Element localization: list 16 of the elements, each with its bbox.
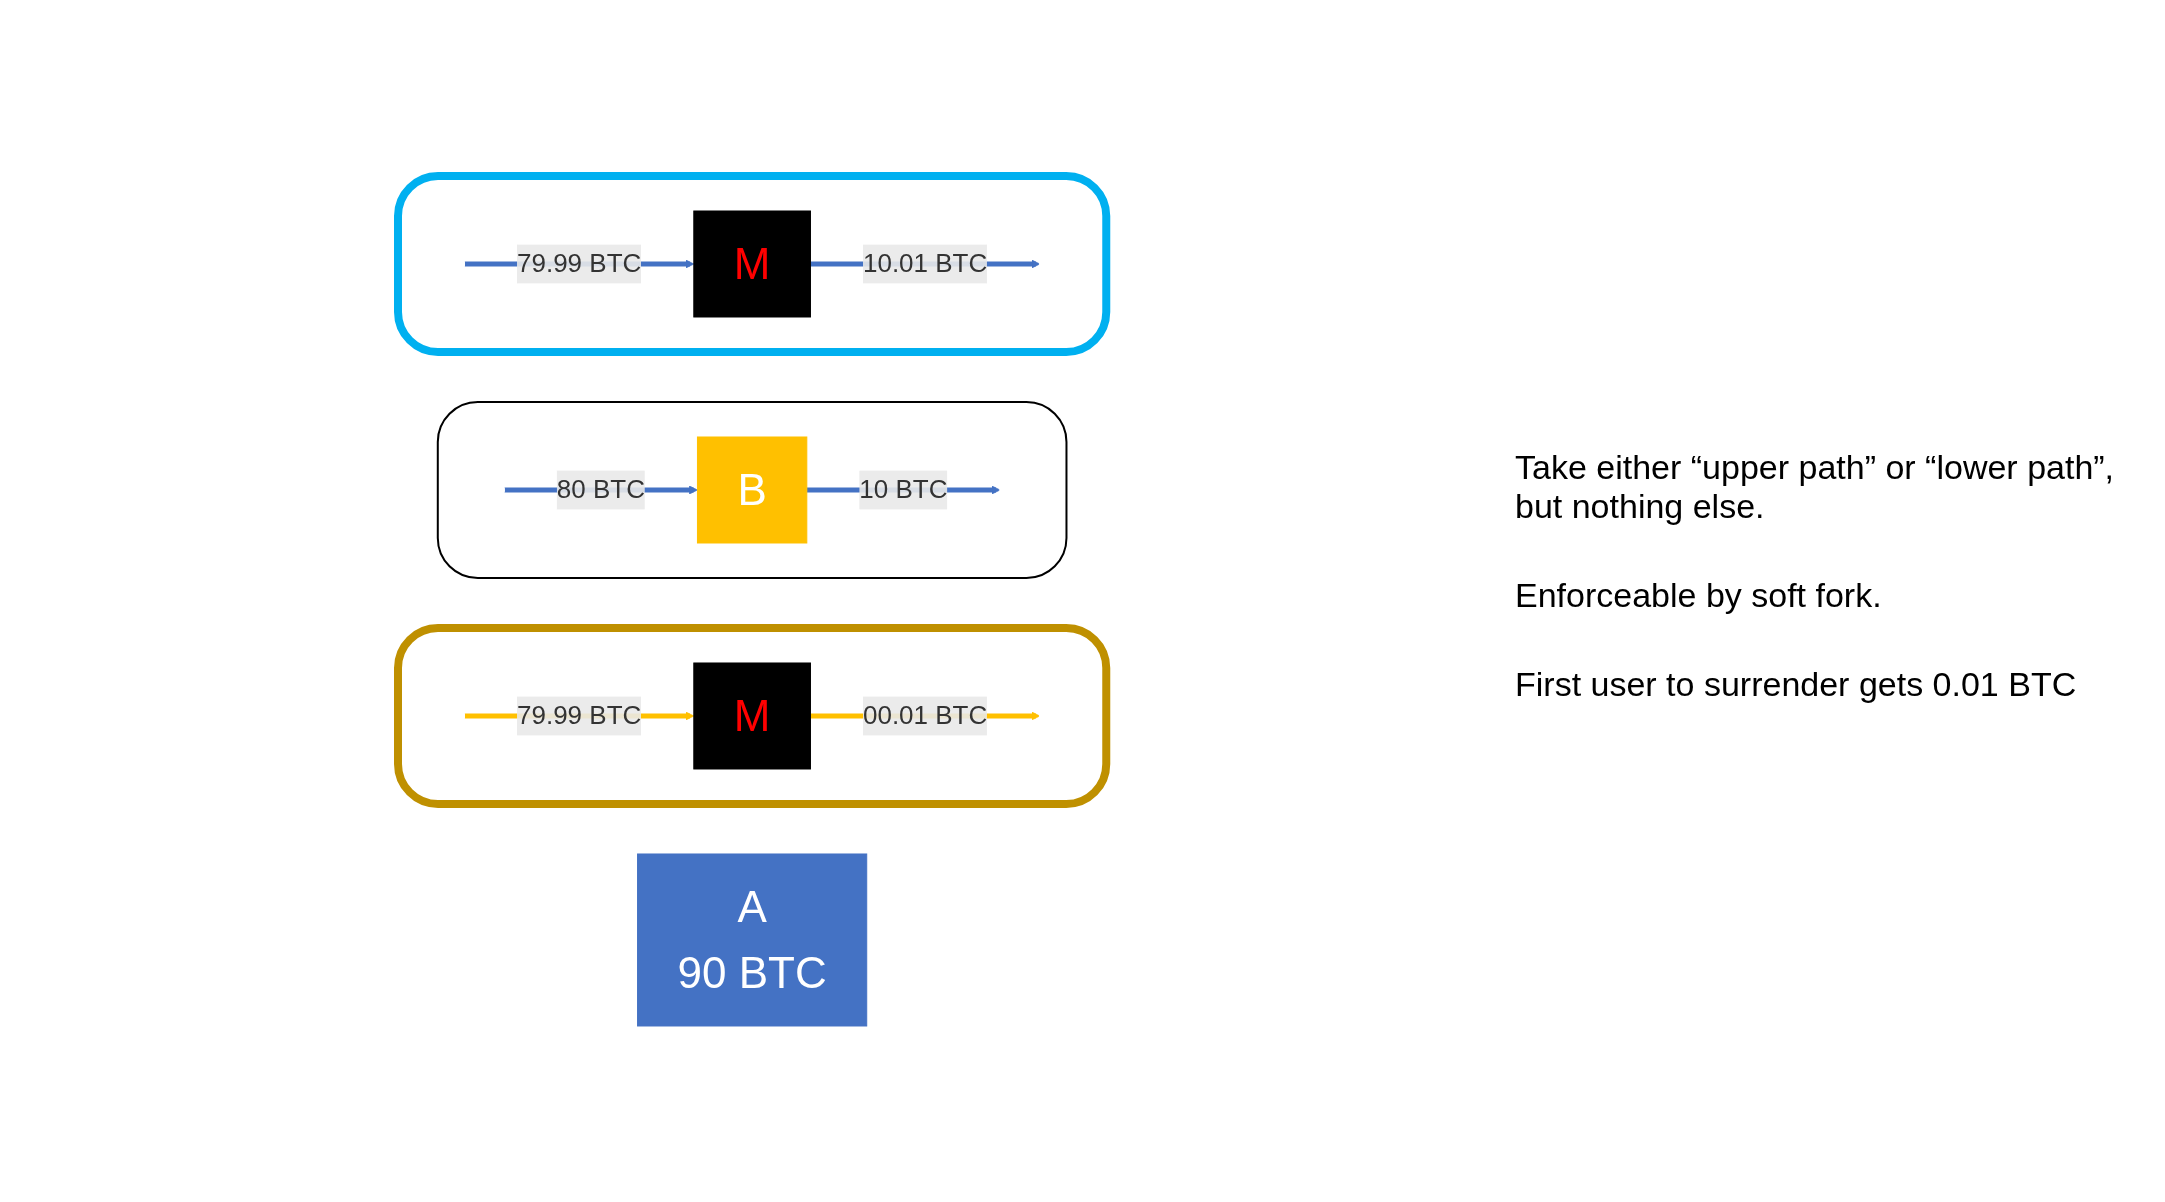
node-box: M — [693, 210, 812, 318]
edge-label: 79.99 BTC — [517, 700, 642, 731]
note-text: Enforceable by soft fork. — [1515, 576, 1883, 615]
note-text: Take either “upper path” or “lower path”, but nothing else. — [1515, 448, 2116, 526]
edge-label: 10 BTC — [859, 474, 948, 505]
edge-label: 10.01 BTC — [863, 248, 988, 279]
cluster — [394, 624, 1111, 808]
node-box: B — [697, 436, 808, 544]
cluster — [437, 401, 1068, 579]
edge-label: 79.99 BTC — [517, 248, 642, 279]
note-text: First user to surrender gets 0.01 BTC — [1515, 665, 2078, 704]
cluster — [394, 172, 1111, 356]
node-box: M — [693, 662, 812, 770]
edge-label: 80 BTC — [557, 474, 646, 505]
node-box: A 90 BTC — [637, 853, 868, 1027]
edge-label: 00.01 BTC — [863, 700, 988, 731]
